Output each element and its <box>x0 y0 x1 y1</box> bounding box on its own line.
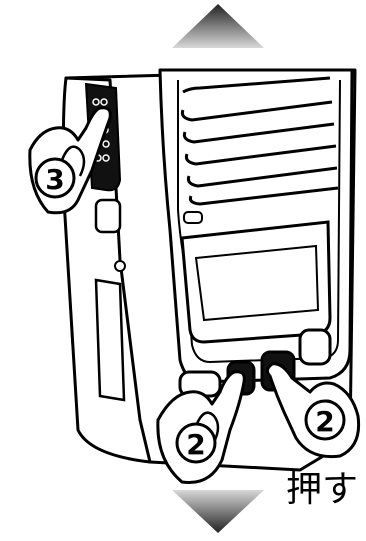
arrow-up-icon <box>172 4 264 48</box>
arrow-down-icon <box>172 490 264 533</box>
indicator-led <box>184 212 202 223</box>
side-label-plate <box>96 280 124 400</box>
side-screw <box>115 261 125 271</box>
display <box>182 222 330 342</box>
badge-side-number: 3 <box>45 163 64 196</box>
badge-front-right-number: 2 <box>315 405 334 438</box>
side-button[interactable] <box>96 200 120 232</box>
press-caption: 押す <box>286 472 358 508</box>
front-key-top-right[interactable] <box>300 330 330 364</box>
badge-front-left-number: 2 <box>186 428 205 461</box>
